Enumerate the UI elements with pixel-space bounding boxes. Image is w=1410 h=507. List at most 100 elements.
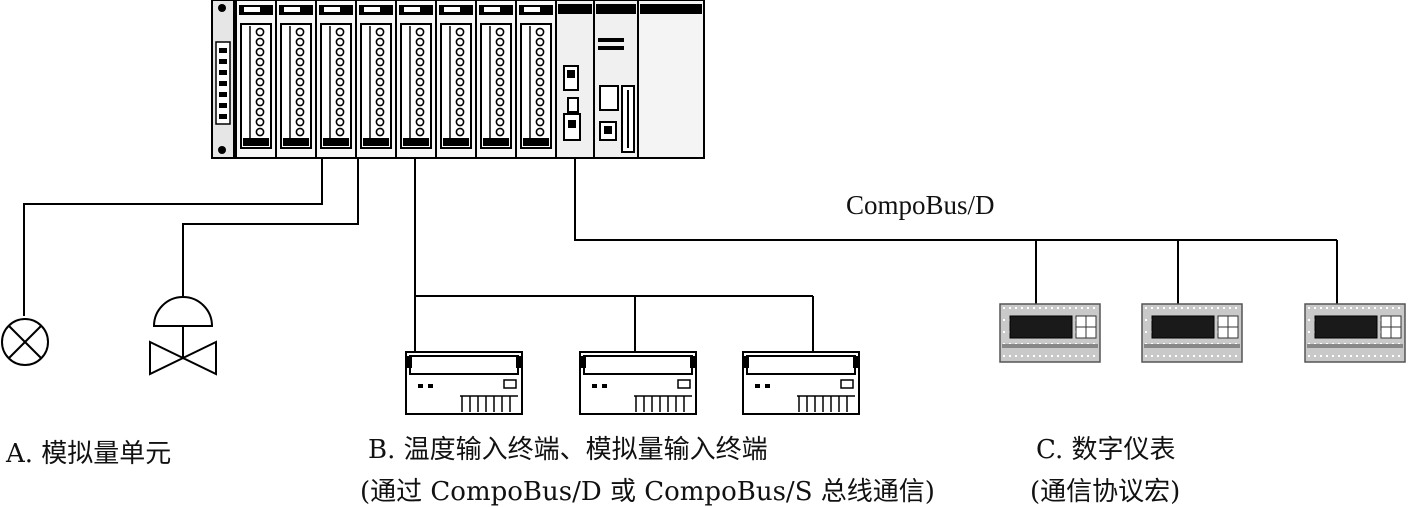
terminal-screw-icon [255, 57, 265, 67]
terminal-screw-icon [495, 117, 505, 127]
terminal-screw-icon [255, 67, 265, 77]
terminal-screw-icon [495, 47, 505, 57]
input-terminal-icon [405, 351, 523, 415]
terminal-screw-icon [255, 97, 265, 107]
terminal-screw-icon [255, 47, 265, 57]
terminal-screw-icon [495, 77, 505, 87]
terminal-screw-icon [255, 27, 265, 37]
terminal-screw-icon [415, 37, 425, 47]
terminal-screw-icon [495, 37, 505, 47]
io-module [395, 0, 437, 159]
terminal-screw-icon [535, 27, 545, 37]
terminal-screw-icon [375, 97, 385, 107]
caption-b-line1: B. 温度输入终端、模拟量输入终端 [368, 435, 768, 465]
terminal-screw-icon [535, 97, 545, 107]
io-module [315, 0, 357, 159]
terminal-screw-icon [335, 87, 345, 97]
terminal-screw-icon [455, 77, 465, 87]
io-modules [235, 0, 557, 159]
terminal-screw-icon [375, 87, 385, 97]
terminal-screw-icon [375, 107, 385, 117]
terminal-screw-icon [335, 37, 345, 47]
io-module [275, 0, 317, 159]
terminal-screw-icon [375, 57, 385, 67]
input-terminal-icon [742, 351, 860, 415]
terminal-screw-icon [335, 127, 345, 137]
terminal-screw-icon [535, 87, 545, 97]
terminal-screw-icon [255, 77, 265, 87]
terminal-screw-icon [415, 117, 425, 127]
terminal-screw-icon [455, 97, 465, 107]
digital-meters [999, 303, 1406, 363]
io-module [435, 0, 477, 159]
io-module [515, 0, 557, 159]
terminal-screw-icon [495, 57, 505, 67]
caption-a: A. 模拟量单元 [5, 439, 171, 469]
terminal-screw-icon [535, 67, 545, 77]
terminal-screw-icon [255, 117, 265, 127]
terminal-screw-icon [295, 57, 305, 67]
terminal-screw-icon [415, 57, 425, 67]
terminal-screw-icon [535, 127, 545, 137]
terminal-screw-icon [335, 27, 345, 37]
terminal-screw-icon [375, 27, 385, 37]
power-unit [637, 0, 705, 159]
terminal-screw-icon [295, 77, 305, 87]
digital-meter-icon [999, 303, 1101, 363]
terminal-screw-icon [535, 57, 545, 67]
terminal-screw-icon [535, 77, 545, 87]
terminal-screw-icon [255, 87, 265, 97]
terminal-screw-icon [415, 77, 425, 87]
mount-screw-icon [218, 146, 226, 154]
cpu-unit [593, 0, 639, 159]
terminal-screw-icon [255, 37, 265, 47]
terminal-screw-icon [295, 67, 305, 77]
terminal-screw-icon [455, 127, 465, 137]
terminal-screw-icon [375, 47, 385, 57]
terminal-screw-icon [455, 37, 465, 47]
terminal-screw-icon [255, 127, 265, 137]
io-module [475, 0, 517, 159]
terminal-screw-icon [495, 87, 505, 97]
terminal-screw-icon [335, 67, 345, 77]
terminal-screw-icon [335, 57, 345, 67]
terminal-screw-icon [535, 117, 545, 127]
terminal-screw-icon [455, 27, 465, 37]
terminal-screw-icon [495, 67, 505, 77]
terminal-screw-icon [335, 77, 345, 87]
bus-label: CompoBus/D [846, 190, 995, 220]
terminal-screw-icon [295, 117, 305, 127]
terminal-screw-icon [415, 87, 425, 97]
terminal-screw-icon [375, 37, 385, 47]
mount-screw-icon [218, 4, 226, 12]
terminal-screw-icon [375, 77, 385, 87]
io-module [355, 0, 397, 159]
terminal-screw-icon [455, 87, 465, 97]
terminal-screw-icon [415, 47, 425, 57]
terminal-screw-icon [495, 127, 505, 137]
lamp-icon [1, 318, 49, 366]
terminal-screw-icon [295, 47, 305, 57]
caption-c-line1: C. 数字仪表 [1036, 435, 1176, 465]
terminal-screw-icon [455, 107, 465, 117]
terminal-screw-icon [295, 37, 305, 47]
terminal-screw-icon [415, 127, 425, 137]
terminal-screw-icon [375, 127, 385, 137]
terminal-screw-icon [295, 107, 305, 117]
comm-unit [555, 0, 595, 159]
caption-b-line2: (通过 CompoBus/D 或 CompoBus/S 总线通信) [360, 477, 935, 507]
input-terminal-icon [579, 351, 697, 415]
digital-meter-icon [1141, 303, 1243, 363]
terminal-screw-icon [535, 107, 545, 117]
terminal-screw-icon [335, 97, 345, 107]
terminal-screw-icon [295, 27, 305, 37]
terminal-screw-icon [455, 57, 465, 67]
terminal-screw-icon [295, 127, 305, 137]
terminal-screw-icon [455, 47, 465, 57]
terminal-screw-icon [495, 107, 505, 117]
terminal-screw-icon [535, 47, 545, 57]
terminal-screw-icon [495, 97, 505, 107]
terminal-screw-icon [375, 117, 385, 127]
terminal-screw-icon [455, 117, 465, 127]
